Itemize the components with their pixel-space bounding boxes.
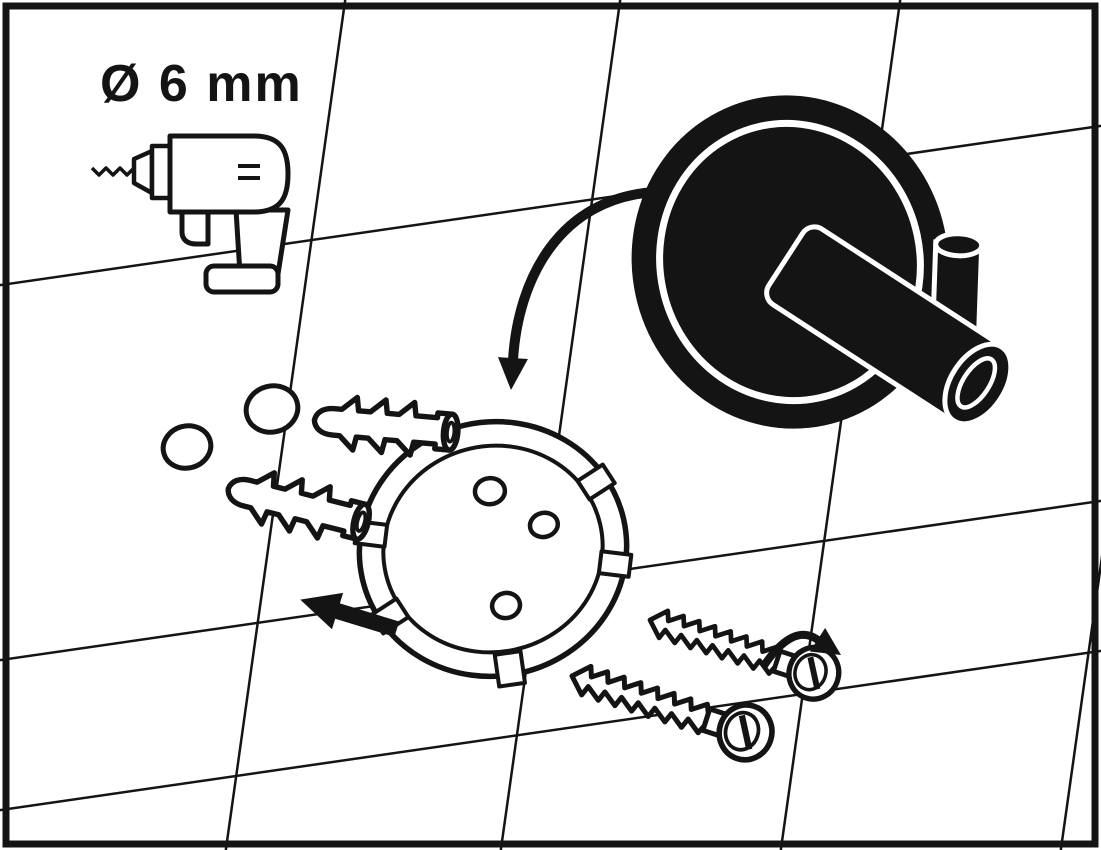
plate-tab: [492, 649, 527, 689]
wall-plug-icon-lower: [222, 463, 374, 549]
screw-icon-2: [564, 650, 780, 767]
wall-plug-icon-upper: [312, 394, 460, 459]
tile-line: [0, 649, 1101, 812]
tile-line: [0, 124, 1101, 287]
hook-rosette-ring: [656, 119, 924, 405]
plate-screw-hole: [489, 590, 523, 621]
screw-rotation-arrow-icon: [759, 628, 841, 670]
hook-arm-endcap-ring: [955, 356, 998, 410]
hook-arm: [764, 224, 1014, 427]
plate-screw-hole: [472, 475, 508, 507]
place-arrow-icon: [497, 187, 656, 390]
wall-hook-icon: [631, 95, 1014, 429]
plate-screw-hole: [527, 510, 561, 540]
drill-bit-icon: [90, 166, 136, 177]
drilled-hole-1: [160, 423, 214, 471]
insert-direction-arrow-icon: [300, 592, 400, 637]
drill-icon: [90, 133, 291, 295]
tile-line: [1059, 554, 1101, 850]
plate-rim: [381, 443, 605, 655]
drill-collar: [149, 143, 173, 201]
drill-chuck: [131, 148, 155, 196]
tile-line: [499, 0, 622, 850]
drill-trigger: [179, 212, 211, 247]
mounting-plate-icon: [352, 418, 634, 689]
drill-diameter-label: Ø 6 mm: [100, 55, 303, 113]
drill-base: [203, 263, 281, 295]
plate-tab: [575, 462, 617, 502]
plate-tab: [596, 549, 634, 579]
tile-line: [779, 0, 902, 850]
drill-body: [167, 133, 291, 215]
drilled-hole-2: [243, 383, 301, 435]
